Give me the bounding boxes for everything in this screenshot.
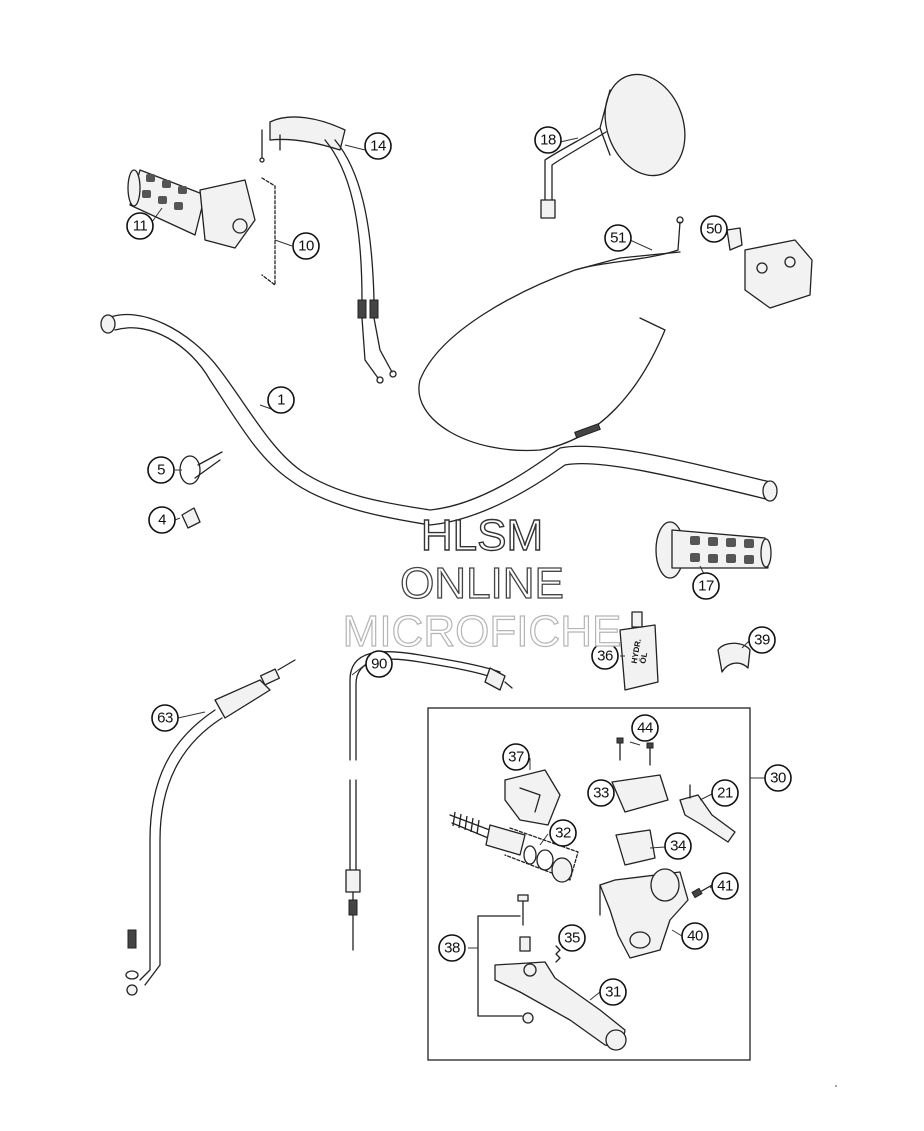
- clamp-cover: [504, 769, 561, 826]
- svg-text:38: 38: [444, 940, 460, 957]
- choke-cable: [418, 216, 684, 452]
- callout-37: 37: [502, 743, 530, 771]
- bottle-label-line1: HYDR.: [630, 638, 643, 664]
- bleed-lever: [679, 784, 736, 843]
- callout-14: 14: [364, 132, 392, 160]
- kill-switch: [726, 227, 813, 309]
- callout-51: 51: [604, 224, 632, 252]
- throttle-cables: [259, 116, 397, 384]
- callout-33: 33: [587, 779, 615, 807]
- svg-text:4: 4: [158, 512, 166, 529]
- svg-text:34: 34: [670, 838, 686, 855]
- callout-18: 18: [534, 126, 562, 154]
- handlebar-end-left: [100, 314, 116, 334]
- callout-1: 1: [267, 386, 295, 414]
- watermark-line1: HLSM: [421, 511, 543, 560]
- callout-90: 90: [365, 650, 393, 678]
- watermark: HLSM ONLINE MICROFICHE: [342, 510, 622, 656]
- master-cylinder: [599, 868, 689, 959]
- svg-text:36: 36: [597, 648, 613, 665]
- svg-text:17: 17: [698, 578, 714, 595]
- callout-5: 5: [147, 456, 175, 484]
- callout-40: 40: [681, 922, 709, 950]
- callout-36: 36: [591, 642, 619, 670]
- right-grip: [655, 521, 772, 579]
- callout-39: 39: [748, 626, 776, 654]
- brake-assembly-frame: [427, 707, 765, 1061]
- stray-dot: [835, 1085, 837, 1087]
- throttle-grip: [127, 169, 276, 286]
- callout-32: 32: [549, 819, 577, 847]
- handlebar-end-right: [762, 480, 778, 502]
- svg-text:30: 30: [770, 770, 786, 787]
- bottle-label-line2: ÖL: [638, 652, 649, 665]
- callout-63: 63: [151, 704, 179, 732]
- speedometer-cable: [125, 659, 296, 996]
- svg-text:40: 40: [687, 928, 703, 945]
- callout-31: 31: [599, 978, 627, 1006]
- svg-text:37: 37: [508, 749, 524, 766]
- callout-17: 17: [692, 572, 720, 600]
- svg-text:90: 90: [371, 656, 387, 673]
- svg-text:31: 31: [605, 984, 621, 1001]
- handlebar: [100, 313, 778, 526]
- svg-text:33: 33: [593, 785, 609, 802]
- hydraulic-oil-bottle: HYDR. ÖL: [619, 611, 659, 691]
- watermark-line2: ONLINE: [400, 559, 564, 608]
- svg-text:21: 21: [717, 785, 733, 802]
- callout-21: 21: [711, 779, 739, 807]
- svg-text:18: 18: [540, 132, 556, 149]
- svg-text:41: 41: [717, 878, 733, 895]
- callout-44: 44: [631, 714, 659, 742]
- callout-34: 34: [664, 832, 692, 860]
- svg-text:11: 11: [133, 218, 148, 235]
- mirror: [540, 73, 686, 219]
- callout-50: 50: [700, 215, 728, 243]
- svg-text:50: 50: [706, 221, 722, 238]
- svg-text:5: 5: [157, 462, 165, 479]
- svg-text:39: 39: [754, 632, 770, 649]
- callout-30: 30: [764, 764, 792, 792]
- diaphragm: [615, 829, 656, 866]
- callout-41: 41: [711, 872, 739, 900]
- lever-pin-set: [477, 894, 534, 1024]
- svg-text:51: 51: [610, 230, 626, 247]
- svg-text:14: 14: [370, 138, 386, 155]
- cable-tie: [179, 451, 223, 485]
- brake-lever: [494, 961, 627, 1051]
- callout-11: 11: [126, 212, 154, 240]
- svg-text:10: 10: [298, 238, 314, 255]
- clamp: [717, 642, 751, 673]
- svg-text:32: 32: [555, 825, 571, 842]
- clutch-cable: [345, 651, 513, 951]
- spring: [555, 945, 561, 963]
- svg-text:63: 63: [157, 710, 173, 727]
- adjuster-screw: [691, 884, 713, 899]
- callout-4: 4: [148, 506, 176, 534]
- svg-text:35: 35: [564, 930, 580, 947]
- svg-text:1: 1: [277, 392, 285, 409]
- piston-kit: [449, 811, 579, 883]
- svg-text:44: 44: [637, 720, 653, 737]
- callout-35: 35: [558, 924, 586, 952]
- end-cap: [181, 507, 201, 529]
- watermark-line3: MICROFICHE: [343, 607, 622, 656]
- reservoir-cover: [611, 737, 669, 813]
- callout-10: 10: [292, 232, 320, 260]
- callout-38: 38: [438, 934, 466, 962]
